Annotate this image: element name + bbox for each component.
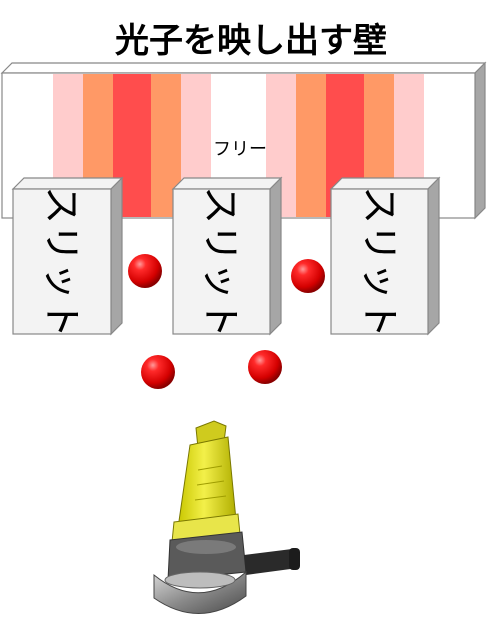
wall-label: フリー [213, 139, 267, 160]
slit-label: スリット [40, 186, 84, 338]
photons [128, 254, 325, 389]
photon-ball [291, 259, 325, 293]
slit-block-3: スリット [329, 176, 441, 338]
slit-block-1: スリット [11, 176, 124, 338]
slit-label: スリット [199, 186, 243, 338]
slit-label: スリット [358, 186, 402, 338]
photon-ball [248, 350, 282, 384]
band [296, 74, 326, 217]
photon-ball [128, 254, 162, 288]
photon-ball [141, 355, 175, 389]
angle-grinder-icon [153, 420, 300, 614]
page-title: 光子を映し出す壁 [115, 21, 387, 61]
slit-block-2: スリット [171, 176, 283, 338]
